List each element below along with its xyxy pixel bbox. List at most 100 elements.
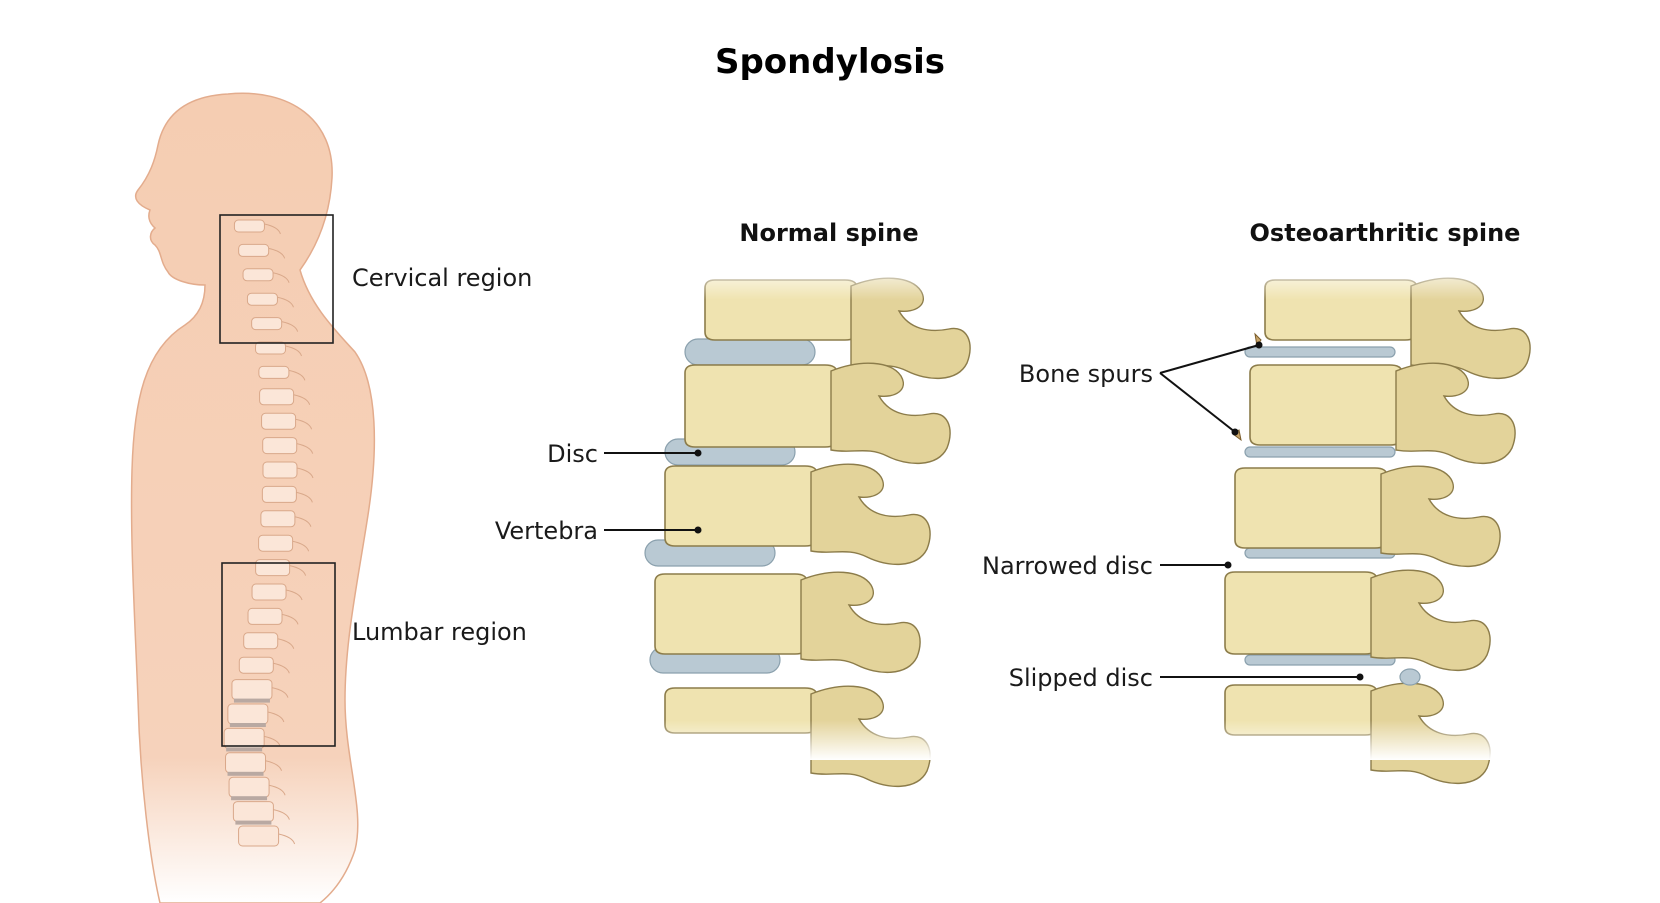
bone-spur-dot-top [1255,341,1263,349]
body-vertebra-process [268,247,286,259]
body-vertebra [231,679,273,701]
body-vertebra-process [273,809,290,820]
body-vertebra [255,341,287,355]
body-vertebra-process [272,272,290,283]
bone-spur-dot-bottom [1231,428,1239,436]
bottom-fade [1175,720,1505,760]
bone-spurs-label: Bone spurs [1019,360,1153,388]
body-vertebra [261,485,297,503]
body-vertebra-process [296,467,314,479]
body-vertebra-process [285,589,303,601]
cervical-region-frame [219,214,334,344]
vertebra-body [664,465,818,547]
body-vertebra [232,801,274,823]
vertebra-body [1249,364,1403,446]
narrowed-disc-dot [1224,561,1232,569]
slipped-disc-label: Slipped disc [1009,664,1153,692]
slipped-disc-bulge [1399,668,1421,686]
body-vertebra-process [277,296,294,308]
body-disc [229,723,266,727]
disc-shape [1244,446,1396,458]
body-vertebra-process [292,540,310,552]
body-vertebra-process [278,833,296,845]
osteo-spine-heading: Osteoarthritic spine [1250,219,1521,247]
body-vertebra [233,219,265,233]
vertebra-body [654,573,808,655]
bone-spur-leader-top [1159,344,1260,374]
body-vertebra [228,776,270,798]
osteo-spine-figure: Osteoarthritic spine Bone spurs Narrowed… [982,219,1531,785]
body-vertebra [225,752,267,774]
body-vertebra-process [271,687,289,698]
disc-shape [684,338,816,366]
osteo-spine-illustration [1175,260,1531,785]
body-vertebra-process [295,418,313,430]
body-vertebra-process [296,443,314,454]
narrowed-disc-label: Narrowed disc [982,552,1153,580]
diagram-title: Spondylosis [715,42,945,82]
body-vertebra [258,365,290,379]
normal-spine-heading: Normal spine [739,219,918,247]
body-vertebra [246,292,278,306]
disc-pointer-dot [694,449,702,457]
body-vertebra [261,412,297,430]
lumbar-region-frame [221,562,336,747]
body-vertebra-process [264,223,281,235]
cervical-region-label: Cervical region [352,264,532,292]
body-vertebra [247,607,283,625]
top-fade [1175,260,1505,300]
body-vertebra-process [281,613,299,625]
body-vertebra-process [268,784,286,796]
body-disc [227,771,264,776]
normal-spine-illustration [630,260,971,788]
body-vertebra [251,317,283,331]
vertebra-body [1224,571,1378,655]
body-vertebra-process [267,711,285,723]
body-vertebra-process [285,345,302,357]
disc-shape [1244,654,1396,666]
body-spine [223,219,314,847]
vertebra-process [1370,569,1491,672]
body-silhouette [130,92,376,903]
body-disc [226,747,263,752]
vertebra-process [1380,465,1501,568]
vertebra-pointer-dot [694,526,702,534]
vertebra-process [810,463,931,566]
disc-label: Disc [547,440,598,468]
body-vertebra [242,268,274,282]
body-vertebra [259,388,295,406]
body-vertebra-process [265,760,282,771]
body-vertebra-process [273,662,290,674]
vertebra-label: Vertebra [495,517,598,545]
body-vertebra [227,703,269,725]
body-vertebra [238,656,274,674]
body-vertebra [262,461,298,479]
body-vertebra-process [277,638,295,649]
disc-shape [1244,547,1396,559]
body-vertebra [255,559,291,577]
body-vertebra [260,510,296,528]
body-vertebra [262,437,298,455]
body-vertebra-process [281,321,299,332]
body-vertebra-process [294,516,312,527]
body-vertebra-process [289,565,307,576]
body-vertebra [243,632,279,650]
vertebra-process [800,571,921,674]
top-fade [630,260,960,300]
body-vertebra [251,583,287,601]
normal-spine-figure: Normal spine Disc Vertebra [495,219,971,788]
body-vertebra-process [293,394,311,405]
body-vertebra-process [288,369,306,381]
body-vertebra-process [296,491,313,503]
vertebra-body [1234,467,1388,549]
vertebra-body [684,364,838,448]
body-vertebra [238,825,280,847]
bottom-fade [630,720,960,760]
body-disc [233,698,270,703]
vertebra-process [1395,362,1516,465]
body-disc [231,796,268,801]
body-vertebra [238,243,270,257]
disc-shape [1244,346,1396,358]
body-disc [235,820,272,825]
